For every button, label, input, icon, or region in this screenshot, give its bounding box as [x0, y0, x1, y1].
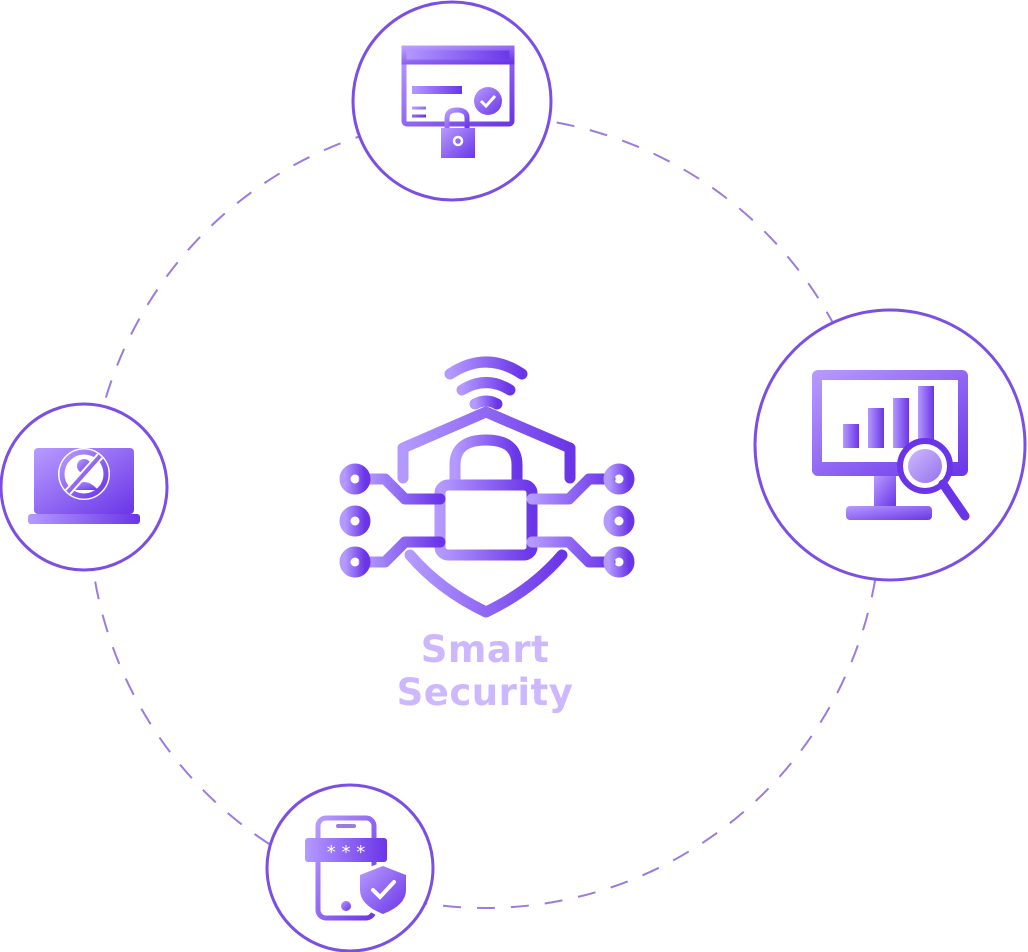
shield-lock-circuit-wifi-icon: [339, 356, 635, 618]
svg-text:* * *: * * *: [327, 842, 365, 863]
monitor-analytics-search-icon: [812, 370, 970, 521]
smart-security-label: Smart Security: [396, 628, 574, 714]
node-monitor-analytics: [753, 308, 1027, 582]
node-laptop-blocked: [0, 402, 169, 572]
node-card-payment: [351, 0, 553, 202]
laptop-blocked-user-icon: [28, 448, 140, 524]
card-payment-lock-icon: [401, 45, 515, 158]
phone-password-shield-icon: * * *: [305, 815, 410, 921]
node-phone-password: * * *: [265, 783, 435, 952]
